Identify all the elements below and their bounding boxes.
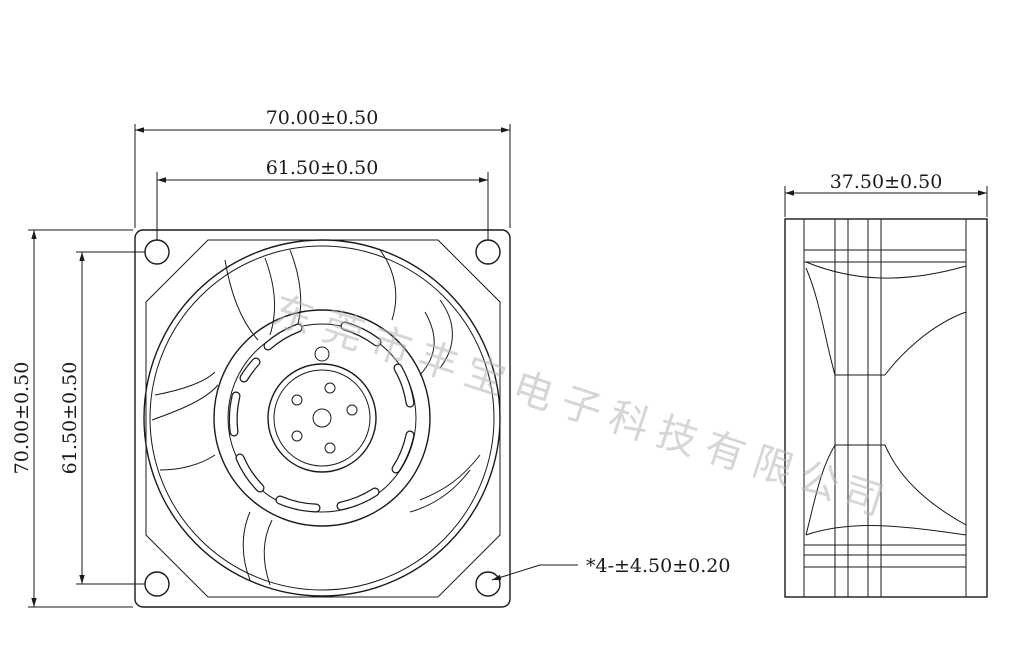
mount-hole-bottom-right [475, 571, 501, 597]
watermark: 东 莞 市 丰 宝 电 子 科 技 有 限 公 司 [267, 288, 889, 525]
dim-outer-height-label: 70.00±0.50 [11, 362, 33, 475]
shaft-hole [312, 408, 332, 428]
watermark-char-3: 丰 [412, 334, 464, 390]
side-view [784, 218, 988, 598]
hub-hole-5 [291, 394, 303, 406]
hub-ring-outer [213, 309, 431, 527]
mount-hole-top-left [144, 239, 170, 265]
hub-hole-3 [324, 442, 336, 454]
hub-center-outer [267, 363, 377, 473]
watermark-char-4: 宝 [459, 349, 511, 405]
watermark-char-2: 市 [365, 319, 417, 375]
watermark-char-11: 公 [793, 454, 845, 510]
front-dimensions: 70.00±0.50 61.50±0.50 70.00±0.50 61.50±0… [11, 107, 730, 608]
dim-outer-width-label: 70.00±0.50 [266, 107, 379, 129]
watermark-char-6: 子 [555, 379, 607, 435]
watermark-char-9: 有 [699, 424, 751, 480]
hub-marker-hole [314, 346, 330, 362]
watermark-char-5: 电 [507, 364, 559, 420]
frame-outer [134, 229, 511, 608]
front-view [134, 229, 511, 608]
watermark-char-1: 莞 [317, 304, 369, 360]
dim-depth-label: 37.50±0.50 [830, 171, 943, 193]
dim-hole-height-label: 61.50±0.50 [59, 362, 81, 475]
hub-ring-inner [227, 323, 417, 513]
mount-hole-top-right [475, 239, 501, 265]
hub-slots [228, 321, 415, 513]
side-dimensions: 37.50±0.50 [784, 171, 988, 217]
mount-hole-leader [491, 564, 541, 581]
hub-hole-1 [324, 382, 336, 394]
mount-hole-bottom-left [144, 571, 170, 597]
watermark-char-7: 科 [603, 394, 655, 450]
hub-hole-4 [291, 430, 303, 442]
mount-hole-note: *4-±4.50±0.20 [586, 555, 730, 577]
frame-inner [145, 239, 501, 598]
watermark-char-10: 限 [747, 439, 799, 495]
fan-blades [151, 249, 481, 586]
hub-center-inner [273, 369, 371, 467]
venturi-inner [149, 245, 495, 591]
hub-hole-2 [346, 404, 358, 416]
venturi-outer [143, 239, 501, 597]
side-outline [784, 218, 988, 598]
watermark-char-8: 技 [651, 409, 703, 465]
dim-hole-width-label: 61.50±0.50 [266, 157, 379, 179]
